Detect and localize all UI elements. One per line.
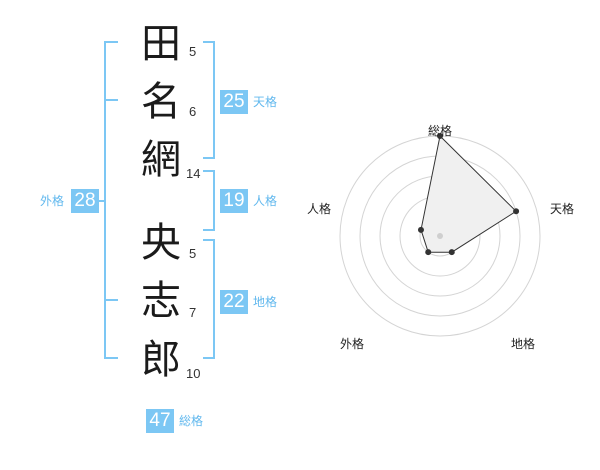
radar-label-soukaku: 総格 [428, 124, 453, 138]
radar-points [417, 133, 520, 256]
gaikaku-badge: 28 [71, 189, 99, 213]
radar-center-dot [437, 233, 443, 239]
tenkaku-label: 天格 [253, 95, 278, 109]
stroke-count-4: 5 [189, 246, 197, 261]
gaikaku-bracket-bottom [104, 357, 118, 359]
stroke-count-2: 6 [189, 104, 197, 119]
radar-shape [420, 134, 517, 253]
radar-label-gaikaku: 外格 [340, 337, 365, 351]
radar-point-2 [513, 208, 520, 215]
radar-point-1 [437, 133, 443, 139]
chikaku-badge: 22 [220, 290, 248, 314]
tenkaku-bracket-top [203, 41, 215, 43]
radar-point-4 [425, 249, 432, 256]
jinkaku-bracket-top [203, 170, 215, 172]
jinkaku-bracket-bottom [203, 229, 215, 231]
name-char-6: 郎 [141, 337, 181, 383]
radar-point-5 [417, 226, 424, 233]
soukaku-badge: 47 [146, 409, 174, 433]
soukaku-label: 総格 [179, 414, 204, 428]
stroke-count-1: 5 [189, 44, 197, 59]
chikaku-bracket-top [203, 239, 215, 241]
tenkaku-bracket-vertical [213, 41, 215, 159]
gaikaku-bracket-mid [104, 99, 118, 101]
name-char-1: 田 [141, 21, 181, 67]
chikaku-bracket-bottom [203, 357, 215, 359]
name-char-2: 名 [141, 79, 181, 125]
jinkaku-bracket-vertical [213, 170, 215, 231]
chikaku-bracket-vertical [213, 239, 215, 359]
tenkaku-badge: 25 [220, 90, 248, 114]
radar-chart [339, 133, 541, 337]
stroke-count-6: 10 [186, 366, 201, 381]
stroke-count-3: 14 [186, 166, 201, 181]
name-char-5: 志 [141, 278, 181, 324]
radar-label-tenkaku: 天格 [550, 202, 575, 216]
tenkaku-bracket-bottom [203, 157, 215, 159]
chikaku-label: 地格 [253, 295, 278, 309]
gaikaku-connector [98, 200, 106, 202]
radar-label-chikaku: 地格 [511, 337, 536, 351]
stroke-count-5: 7 [189, 305, 197, 320]
name-char-3: 網 [141, 137, 181, 183]
jinkaku-label: 人格 [253, 194, 278, 208]
radar-label-jinkaku: 人格 [307, 202, 332, 216]
gaikaku-label: 外格 [40, 194, 65, 208]
radar-point-3 [448, 249, 455, 256]
gaikaku-bracket-top [104, 41, 118, 43]
name-char-4: 央 [141, 220, 181, 266]
gaikaku-bracket-mid2 [104, 299, 118, 301]
jinkaku-badge: 19 [220, 189, 248, 213]
